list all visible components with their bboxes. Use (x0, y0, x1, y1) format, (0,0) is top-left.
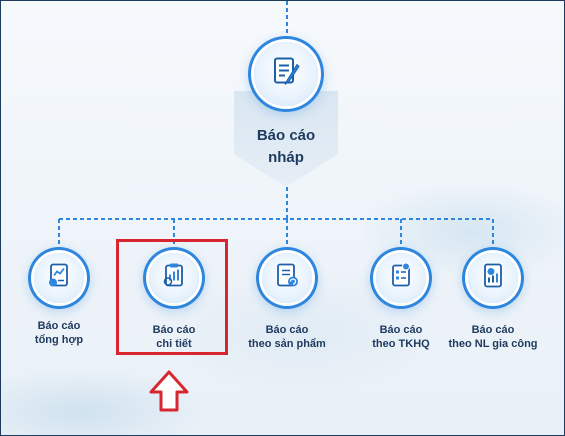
up-arrow-icon (148, 369, 190, 418)
node-label-line1: Báo cáo (152, 324, 196, 336)
material-processing-icon (479, 262, 507, 295)
node-bao-cao-chi-tiet[interactable] (149, 253, 199, 303)
label-bao-cao-theo-tkhq: Báo cáo theo TKHQ (341, 323, 461, 351)
root-label-line2: nháp (268, 149, 304, 166)
node-bao-cao-theo-san-pham[interactable] (262, 253, 312, 303)
label-bao-cao-theo-san-pham: Báo cáo theo sản phẩm (227, 323, 347, 351)
node-label-line2: theo sản phẩm (248, 338, 326, 350)
customs-declaration-icon (387, 262, 415, 295)
node-label-line1: Báo cáo (379, 324, 423, 336)
label-bao-cao-tong-hop: Báo cáo tổng hợp (1, 319, 119, 347)
root-label-line1: Báo cáo (256, 127, 316, 144)
detail-report-icon (160, 262, 188, 295)
node-label-line1: Báo cáo (471, 324, 515, 336)
node-label-line2: theo NL gia công (448, 338, 538, 350)
node-bao-cao-tong-hop[interactable] (34, 253, 84, 303)
node-label-line2: tổng hợp (34, 334, 84, 346)
node-label-line1: Báo cáo (37, 320, 81, 332)
highlight-box (116, 239, 228, 355)
root-node-circle[interactable] (254, 42, 318, 106)
node-label-line2: chi tiết (156, 338, 192, 350)
node-label-line2: theo TKHQ (372, 338, 430, 350)
document-edit-icon (269, 55, 303, 94)
summary-report-icon (45, 262, 73, 295)
label-bao-cao-chi-tiet: Báo cáo chi tiết (114, 323, 234, 351)
label-bao-cao-theo-nl-gia-cong: Báo cáo theo NL gia công (433, 323, 553, 351)
node-label-line1: Báo cáo (265, 324, 309, 336)
node-bao-cao-theo-nl-gia-cong[interactable] (468, 253, 518, 303)
root-node-label: Báo cáo nháp (234, 125, 338, 169)
product-report-icon (273, 262, 301, 295)
node-bao-cao-theo-tkhq[interactable] (376, 253, 426, 303)
